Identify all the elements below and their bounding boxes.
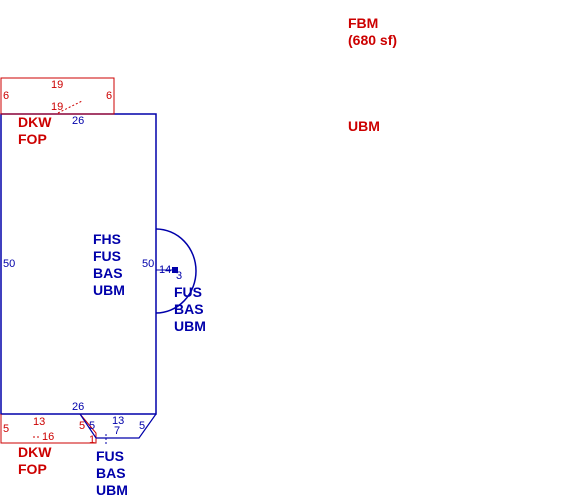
bottom-addition-label-fus: FUS — [96, 448, 124, 464]
bottom-porch-inner-dim: 16 — [42, 431, 55, 443]
main-label-fhs: FHS — [93, 231, 121, 247]
bay-depth-dim: 14 — [159, 264, 172, 276]
bay-label-bas: BAS — [174, 301, 204, 317]
fbm-area-label: (680 sf) — [348, 32, 398, 48]
main-bottom-dim: 26 — [72, 401, 85, 413]
bottom-porch-right-dim: 5 — [79, 420, 86, 432]
main-left-dim: 50 — [3, 258, 16, 270]
bay-label-fus: FUS — [174, 284, 202, 300]
top-porch-leader — [57, 100, 83, 114]
top-porch-inner-dim: 19 — [51, 101, 64, 113]
top-porch-left-dim: 6 — [3, 90, 10, 102]
bay-marker — [172, 267, 178, 273]
bottom-porch-label-fop: FOP — [18, 461, 47, 477]
bottom-porch-top-dim: 13 — [33, 416, 46, 428]
main-label-ubm: UBM — [93, 282, 125, 298]
bottom-addition-left-dim: 5 — [89, 420, 96, 432]
bottom-porch-small-dim: 1 — [89, 434, 96, 446]
bay-small-dim: 3 — [176, 270, 183, 282]
bottom-addition-label-ubm: UBM — [96, 482, 128, 498]
bay-addition-outline — [155, 228, 197, 314]
bay-label-ubm: UBM — [174, 318, 206, 334]
fbm-label: FBM — [348, 15, 379, 31]
bottom-porch-left-dim: 5 — [3, 423, 10, 435]
top-porch-top-dim: 19 — [51, 79, 64, 91]
main-right-dim: 50 — [142, 258, 155, 270]
bottom-addition-bottom-dim: 7 — [114, 425, 121, 437]
bottom-addition-label-bas: BAS — [96, 465, 126, 481]
top-porch-label-dkw: DKW — [18, 114, 52, 130]
bottom-porch-outline — [0, 413, 97, 444]
top-porch-right-dim: 6 — [106, 90, 113, 102]
bottom-addition-outline — [79, 413, 157, 439]
top-porch-label-fop: FOP — [18, 131, 47, 147]
main-label-bas: BAS — [93, 265, 123, 281]
bottom-porch-label-dkw: DKW — [18, 444, 52, 460]
bottom-addition-right-dim: 5 — [139, 420, 146, 432]
main-label-fus: FUS — [93, 248, 121, 264]
top-porch-outline — [0, 77, 115, 115]
bottom-addition-top-dim: 13 — [112, 415, 125, 427]
ubm-label: UBM — [348, 118, 380, 134]
main-top-dim: 26 — [72, 115, 85, 127]
main-building-outline — [0, 113, 157, 415]
